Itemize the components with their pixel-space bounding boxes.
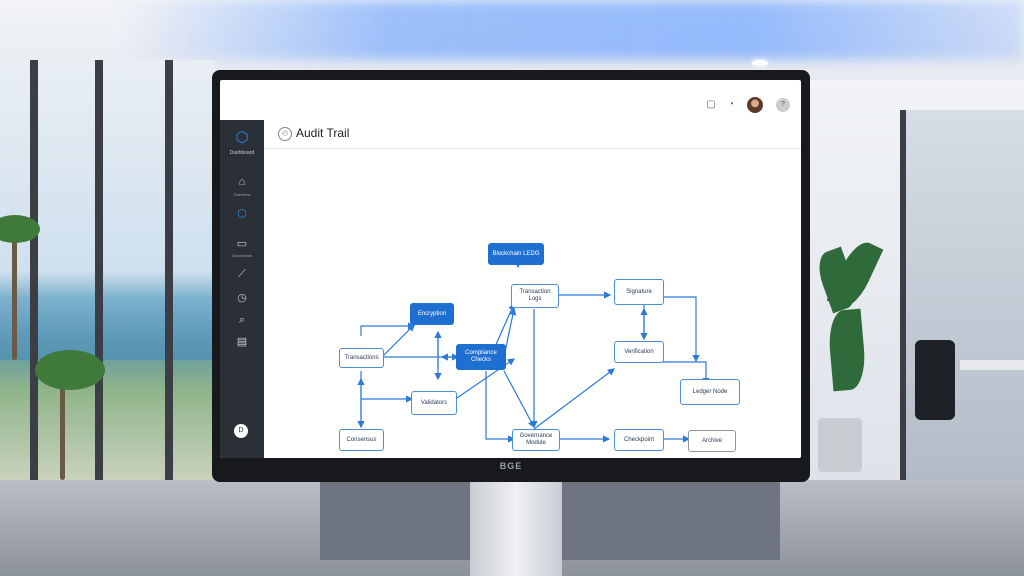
sidebar-item-label: Overview: [233, 192, 251, 197]
window-frame: [95, 60, 103, 540]
screen: ⬡ Dashboard ⌂ Overview ⬡ ▭ Documents ⟋ ◷…: [220, 80, 801, 458]
profile-avatar[interactable]: [747, 97, 763, 113]
flow-node[interactable]: Signature: [614, 279, 664, 305]
flow-edge: [360, 322, 416, 336]
calendar-icon[interactable]: ▢: [706, 99, 716, 110]
chart-icon[interactable]: ⟋: [238, 268, 246, 280]
flow-node[interactable]: Transactions: [339, 348, 384, 368]
audit-trail-icon: ◴: [278, 127, 292, 141]
flow-edge: [533, 368, 615, 430]
bell-icon[interactable]: ◔: [727, 99, 735, 110]
flow-edge: [660, 361, 710, 386]
shield-logo-icon[interactable]: ⬡: [235, 129, 249, 146]
settings-avatar[interactable]: ?: [776, 98, 790, 112]
flow-node[interactable]: Governance Module: [512, 429, 560, 451]
palm-leaves: [35, 350, 105, 390]
monitor-stand: [470, 475, 562, 576]
flow-node[interactable]: Checkpoint: [614, 429, 664, 451]
flow-edge: [381, 324, 415, 358]
shield-icon[interactable]: ⬡: [237, 208, 247, 220]
flow-node[interactable]: Verification: [614, 341, 664, 363]
flow-node[interactable]: Archive: [688, 430, 736, 452]
palm-tree: [12, 230, 17, 360]
flow-edge: [485, 371, 516, 443]
top-bar: ◴ Audit Trail: [264, 120, 801, 149]
office-chair: [915, 340, 955, 420]
flow-node[interactable]: Ledger Node: [680, 379, 740, 405]
flow-node[interactable]: Validators: [411, 391, 457, 415]
monitor: ⬡ Dashboard ⌂ Overview ⬡ ▭ Documents ⟋ ◷…: [212, 70, 810, 482]
flow-node[interactable]: Compliance Checks: [456, 344, 506, 370]
flow-node[interactable]: Encryption: [410, 303, 454, 325]
sidebar: ⬡ Dashboard ⌂ Overview ⬡ ▭ Documents ⟋ ◷…: [220, 120, 264, 458]
flow-edge: [493, 302, 515, 350]
office-desk: [960, 360, 1024, 370]
window-frame: [30, 60, 38, 540]
flow-edge: [660, 296, 700, 363]
flow-diagram: Blockchain LEDG Transaction Logs Encrypt…: [264, 149, 801, 458]
palm-tree: [60, 360, 65, 480]
flow-node[interactable]: Consensus: [339, 429, 384, 451]
home-icon[interactable]: ⌂: [238, 176, 246, 188]
flow-node[interactable]: Transaction Logs: [511, 284, 559, 308]
ceiling-light: [752, 60, 768, 66]
monitor-brand: BGE: [499, 461, 523, 471]
clock-icon[interactable]: ◷: [237, 292, 247, 304]
flow-edge: [503, 370, 535, 429]
flow-edges: [357, 254, 710, 443]
plant-pot: [818, 418, 862, 472]
folder-icon[interactable]: ▭: [236, 238, 248, 250]
glass-office: [900, 110, 1024, 520]
sidebar-brand-label: Dashboard: [229, 150, 255, 156]
sidebar-item-label: Documents: [231, 253, 253, 258]
file-icon[interactable]: ▤: [236, 336, 248, 348]
page-title: Audit Trail: [296, 126, 350, 140]
window-frame: [165, 60, 173, 540]
search-icon[interactable]: ⌕: [238, 314, 246, 326]
user-avatar[interactable]: D: [234, 424, 248, 438]
ceiling-led-glow: [120, 0, 1024, 60]
flow-node[interactable]: Blockchain LEDG: [488, 243, 544, 265]
palm-leaves: [0, 215, 40, 243]
